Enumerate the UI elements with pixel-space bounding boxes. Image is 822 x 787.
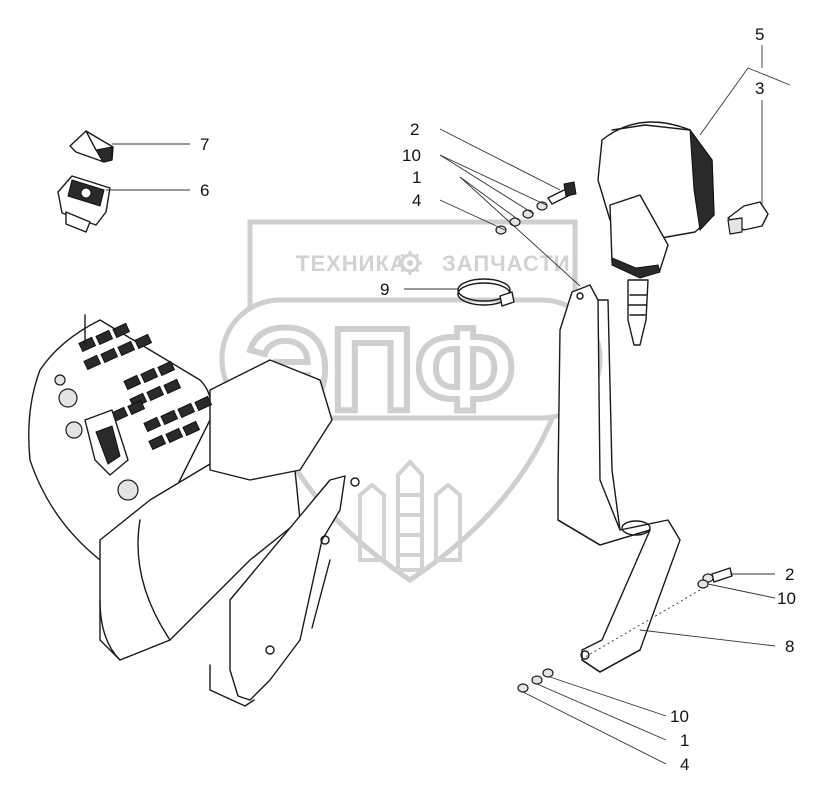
part-hose-clamp [457,278,515,307]
callout-10-lower: 10 [670,707,689,726]
part-lower-fasteners [517,567,733,693]
gear-icon [398,251,422,275]
callout-2-right: 2 [785,565,794,584]
part-upper-fasteners [495,181,577,235]
callout-6: 6 [200,181,209,200]
part-console-mount-bracket [209,475,360,707]
callout-3: 3 [755,79,764,98]
callout-9: 9 [380,280,389,299]
callout-4-lower: 4 [680,755,689,774]
callout-10-right: 10 [777,589,796,608]
part-lamp-bracket [557,284,681,673]
watermark-emblem [358,459,462,572]
callout-8: 8 [785,637,794,656]
callout-4-upper: 4 [412,191,421,210]
watermark-brand-left: ТЕХНИКА [296,251,407,276]
callout-1-lower: 1 [680,731,689,750]
part-rocker-switch-cap [69,130,114,163]
watermark-brand-right: ЗАПЧАСТИ [442,251,571,276]
part-rocker-switch [57,175,111,233]
callout-labels: 5 3 7 6 2 10 1 4 9 2 10 8 10 1 4 [200,25,796,774]
leader-lines [106,45,791,765]
part-control-console [28,314,333,661]
callout-7: 7 [200,135,209,154]
callout-2-upper: 2 [410,120,419,139]
callout-1-upper: 1 [412,168,421,187]
part-work-lamp [597,121,769,346]
callout-5: 5 [755,25,764,44]
callout-10-upper: 10 [402,146,421,165]
